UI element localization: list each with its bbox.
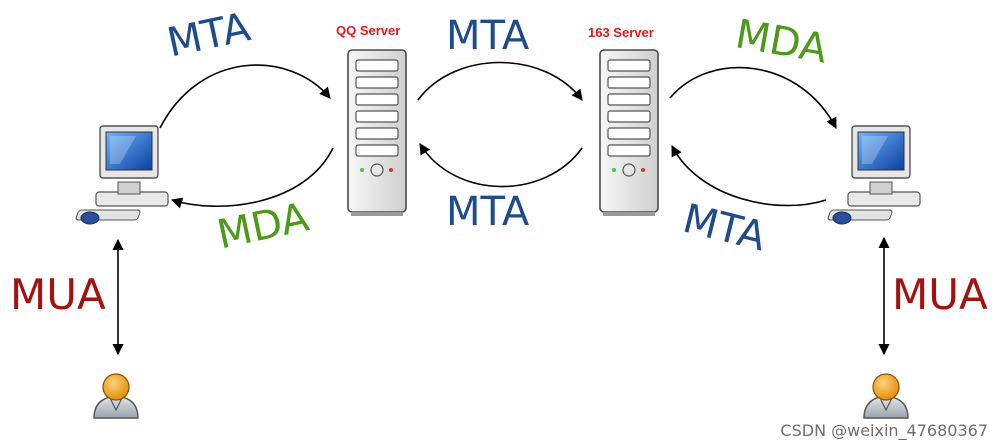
computer-icon	[826, 125, 921, 225]
qq-server-label: QQ Server	[336, 23, 401, 38]
user-icon	[93, 373, 139, 419]
mua-label-right: MUA	[892, 270, 988, 319]
server-icon	[599, 49, 659, 217]
arrow-qq-to-163	[417, 61, 583, 101]
watermark: CSDN @weixin_47680367	[780, 421, 988, 440]
mta-label-bottom-center: MTA	[446, 189, 530, 235]
user-icon	[863, 373, 909, 419]
mta-label-top-center: MTA	[446, 13, 530, 59]
arrow-163-to-client	[669, 66, 837, 129]
arrow-client-to-163	[671, 145, 827, 207]
server-icon	[347, 49, 407, 217]
163-server-label: 163 Server	[588, 25, 654, 40]
computer-icon	[74, 125, 169, 225]
arrow-client-to-qq	[159, 64, 331, 129]
arrow-qq-to-client	[170, 147, 334, 209]
arrow-163-to-qq	[419, 143, 583, 188]
mua-label-left: MUA	[10, 270, 106, 319]
